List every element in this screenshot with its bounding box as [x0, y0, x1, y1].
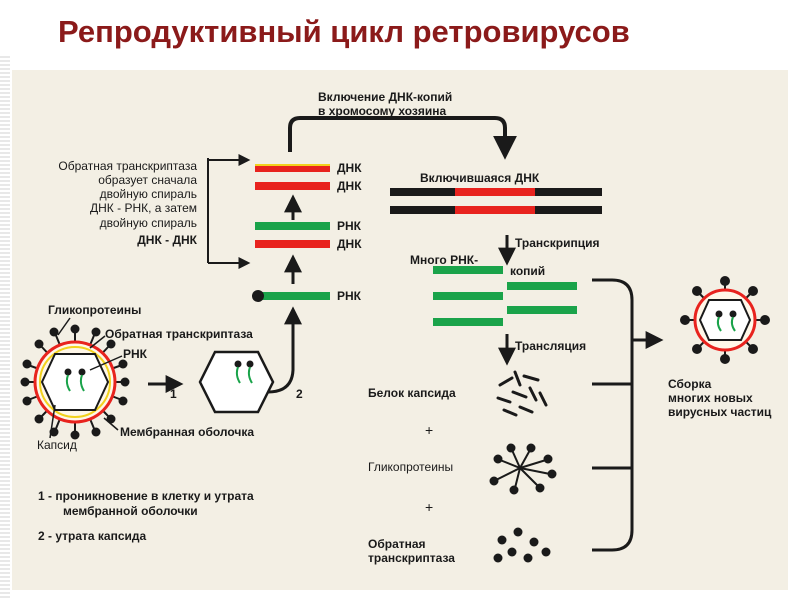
translation-label: Трансляция: [515, 339, 586, 353]
rna3-pointer: [89, 355, 123, 371]
rna3-label: РНК: [123, 347, 148, 361]
svg-text:Обратная транскриптаза: Обратная транскриптаза: [58, 159, 197, 173]
header-band: [0, 0, 800, 56]
many-rna-label-1: Много РНК-: [410, 253, 478, 267]
inclusion-arrow: [288, 116, 517, 160]
rna-label-2: РНК: [337, 289, 362, 303]
diagram-svg: Включение ДНК-копий в хромосому хозяина …: [20, 90, 772, 565]
membrane-pointer: [103, 417, 119, 431]
glycoproteins-label: Гликопротеины: [48, 303, 141, 317]
assembly-label-3: вирусных частиц: [668, 405, 772, 419]
dna-label-2: ДНК: [337, 179, 362, 193]
rt3-label: Обратная транскриптаза: [105, 327, 253, 341]
retrovirus-cycle-diagram: Включение ДНК-копий в хромосому хозяина …: [12, 70, 788, 590]
svg-text:двойную спираль: двойную спираль: [100, 187, 197, 201]
capsid-protein-pieces: [496, 370, 548, 417]
uncoated-particle: [198, 350, 275, 414]
inclusion-label-1: Включение ДНК-копий: [318, 90, 452, 104]
membrane-label: Мембранная оболочка: [120, 425, 254, 439]
capsid-pointer: [49, 404, 56, 439]
rt2-label-2: транскриптаза: [368, 551, 455, 565]
svg-text:ДНК - РНК, а затем: ДНК - РНК, а затем: [90, 201, 197, 215]
host-chromosome: [390, 188, 602, 214]
viral-rna-strand: [252, 290, 330, 302]
dna-label-1: ДНК: [337, 161, 362, 175]
dna-dna-duplex: [255, 164, 330, 190]
legend-1-line-1: 1 - проникновение в клетку и утрата: [38, 489, 254, 503]
step2-number: 2: [296, 387, 303, 401]
transcription-label: Транскрипция: [515, 236, 600, 250]
svg-text:образует сначала: образует сначала: [98, 173, 197, 187]
rna-copies: [433, 266, 577, 326]
inclusion-label-2: в хромосому хозяина: [318, 104, 446, 118]
assembly-label-1: Сборка: [668, 377, 712, 391]
many-rna-label-2: копий: [510, 264, 545, 278]
rt2-label-1: Обратная: [368, 537, 426, 551]
step1-number: 1: [170, 387, 177, 401]
assembly-bracket: [592, 278, 664, 552]
rt-enzyme-dots: [493, 527, 551, 563]
glycoproteins-label-2: Гликопротеины: [368, 460, 453, 474]
glycoprotein-particles: [489, 443, 557, 495]
glycoproteins-pointer: [57, 317, 71, 336]
page-title: Репродуктивный цикл ретровирусов: [58, 14, 630, 49]
dna-label-3: ДНК: [337, 237, 362, 251]
original-virus-particle: [20, 324, 130, 440]
plus-1: +: [425, 422, 433, 438]
plus-2: +: [425, 499, 433, 515]
new-virus-particle: [680, 276, 770, 364]
assembly-label-2: многих новых: [668, 391, 753, 405]
capsid-label: Капсид: [37, 438, 77, 452]
left-decoration: [0, 56, 10, 600]
rt-description: Обратная транскриптаза образует сначала …: [58, 159, 197, 247]
svg-text:ДНК - ДНК: ДНК - ДНК: [137, 233, 197, 247]
capsid-protein-label: Белок капсида: [368, 386, 456, 400]
step2-arrow: [267, 306, 302, 394]
rna-dna-duplex: [255, 222, 330, 248]
rna-label-1: РНК: [337, 219, 362, 233]
svg-text:двойную спираль: двойную спираль: [100, 216, 197, 230]
legend-1-line-2: мембранной оболочки: [63, 504, 198, 518]
legend-2: 2 - утрата капсида: [38, 529, 147, 543]
rt3-pointer: [89, 335, 106, 349]
integrated-dna-label: Включившаяся ДНК: [420, 171, 540, 185]
